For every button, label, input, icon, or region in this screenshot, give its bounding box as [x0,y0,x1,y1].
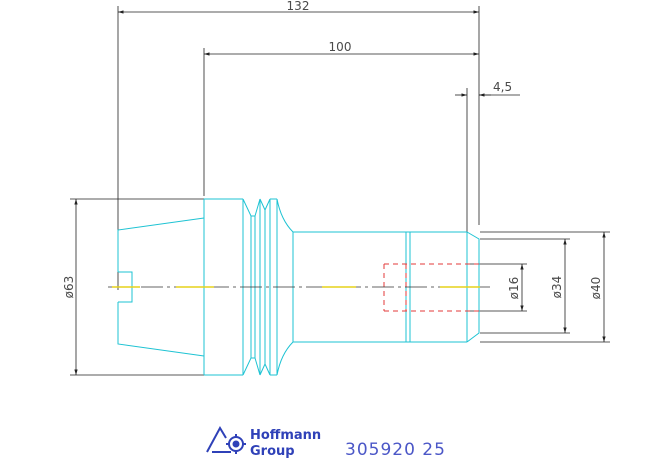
hidden-bore [383,263,479,312]
dim-label-dia40: ø40 [589,277,603,300]
dimension-dia34 [480,238,570,334]
dim-label-dia63: ø63 [62,276,76,299]
part-number: 305920 25 [345,440,446,460]
brand-name: Hoffmann [250,428,321,443]
dim-label-100: 100 [329,40,352,54]
hoffmann-logo: Hoffmann Group [206,425,321,459]
dim-label-132: 132 [287,0,310,13]
dim-label-dia16: ø16 [507,277,521,300]
dim-label-4-5: 4,5 [493,80,512,94]
dimension-132 [117,6,480,290]
logo-icon [206,425,246,454]
dimension-dia40 [480,231,610,343]
dimension-4-5 [455,88,520,232]
dimension-dia63 [70,198,204,376]
dim-label-dia34: ø34 [550,276,564,299]
brand-group: Group [250,444,295,459]
dimension-100 [203,48,479,196]
